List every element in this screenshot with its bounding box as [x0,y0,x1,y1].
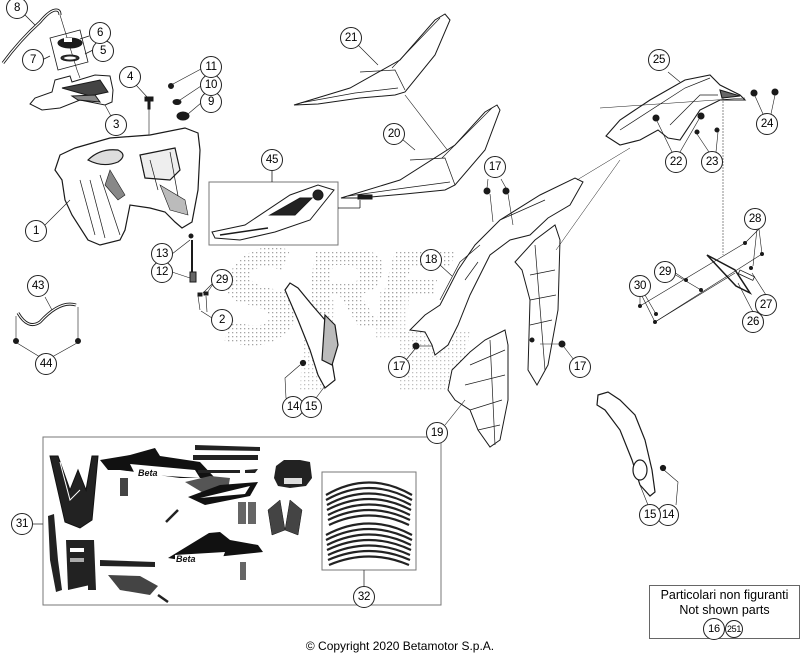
callout-part-19[interactable]: 19 [426,422,448,444]
seat-drawing [340,104,501,200]
fuel-tank-drawing [44,127,201,246]
fork-guard-left-drawing [284,282,339,403]
callout-part-29[interactable]: 29 [211,269,233,291]
callout-part-3[interactable]: 3 [105,114,127,136]
callout-part-26[interactable]: 26 [742,311,764,333]
seat-cover-drawing [293,13,456,161]
callout-part-15[interactable]: 15 [300,396,322,418]
callout-part-18[interactable]: 18 [420,249,442,271]
callout-part-17[interactable]: 17 [388,356,410,378]
callout-part-16[interactable]: 16 [703,618,725,640]
callout-part-11[interactable]: 11 [200,56,222,78]
callout-part-17[interactable]: 17 [569,356,591,378]
not-shown-title-it: Particolari non figuranti [660,588,789,602]
fork-guard-right-drawing [596,391,679,506]
not-shown-parts-box: Particolari non figuranti Not shown part… [649,585,800,640]
copyright-footer: © Copyright 2020 Betamotor S.p.A. [305,639,495,653]
callout-part-29[interactable]: 29 [654,261,676,283]
valve-drawing [135,84,154,140]
callout-part-21[interactable]: 21 [340,27,362,49]
cable-drawing [13,296,81,358]
rear-fender-drawing [599,71,779,255]
svg-text:Beta: Beta [138,468,158,478]
svg-text:Beta: Beta [176,554,196,564]
tank-cover-drawing [29,74,114,119]
decal-kit-drawing: Beta Beta [33,436,442,606]
callout-part-30[interactable]: 30 [629,275,651,297]
tank-bolt-hardware [168,68,202,121]
callout-part-14[interactable]: 14 [657,504,679,526]
fuel-tap-drawing [171,233,214,319]
callout-part-44[interactable]: 44 [35,353,57,375]
number-plate-drawing [638,228,767,324]
callout-part-7[interactable]: 7 [22,49,44,71]
callout-part-31[interactable]: 31 [11,513,33,535]
seat-sticker-drawing [208,171,361,246]
callout-part-2[interactable]: 2 [211,309,233,331]
callout-part-24[interactable]: 24 [756,113,778,135]
callout-part-15[interactable]: 15 [639,504,661,526]
callout-part-17[interactable]: 17 [484,156,506,178]
callout-part-13[interactable]: 13 [151,243,173,265]
callout-part-251[interactable]: 251 [725,620,743,638]
callout-part-6[interactable]: 6 [89,22,111,44]
callout-part-10[interactable]: 10 [200,74,222,96]
not-shown-codes: 16 251 [650,618,799,640]
not-shown-title-en: Not shown parts [679,603,770,617]
callout-part-28[interactable]: 28 [744,208,766,230]
callout-part-43[interactable]: 43 [27,275,49,297]
callout-part-22[interactable]: 22 [665,151,687,173]
callout-part-9[interactable]: 9 [200,91,222,113]
callout-part-45[interactable]: 45 [261,149,283,171]
fuel-cap-drawing [41,29,94,79]
side-panel-drawing [405,147,631,387]
callout-part-20[interactable]: 20 [383,123,405,145]
radiator-shroud-drawing [444,329,509,448]
callout-part-32[interactable]: 32 [353,586,375,608]
callout-part-8[interactable]: 8 [6,0,28,19]
callout-part-1[interactable]: 1 [25,220,47,242]
callout-part-23[interactable]: 23 [701,151,723,173]
callout-part-4[interactable]: 4 [119,66,141,88]
callout-part-25[interactable]: 25 [648,49,670,71]
callout-part-27[interactable]: 27 [755,294,777,316]
